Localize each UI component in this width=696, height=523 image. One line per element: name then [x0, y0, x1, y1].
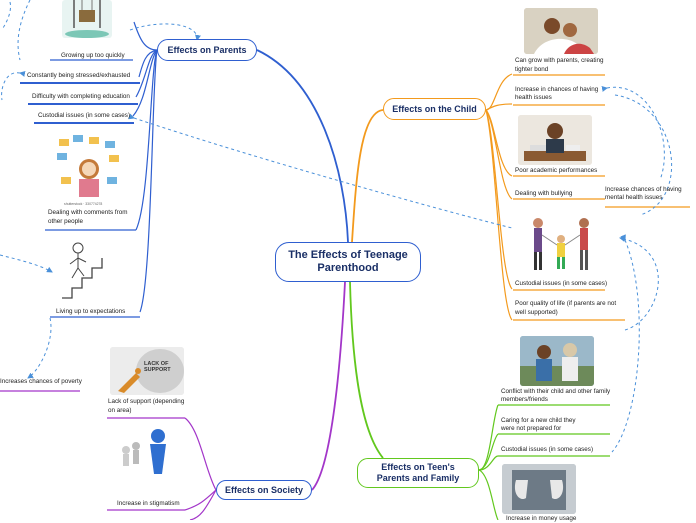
parents-education-underline — [28, 103, 138, 105]
society-support-line2[interactable]: on area) — [108, 407, 131, 415]
child-academic-text[interactable]: Poor academic performances — [515, 167, 597, 175]
parents-custodial-underline — [34, 122, 134, 124]
connector-family — [350, 282, 383, 458]
family-conflict-line2[interactable]: members/friends — [501, 396, 548, 404]
connector-society — [312, 282, 345, 490]
child-mental-line1[interactable]: Increase chances of having — [605, 186, 682, 194]
central-topic-line1: The Effects of Teenage — [288, 249, 408, 262]
family-money-text[interactable]: Increase in money usage — [506, 515, 576, 523]
child-quality-line2[interactable]: well supported) — [515, 309, 558, 317]
central-topic[interactable]: The Effects of Teenage Parenthood — [275, 242, 421, 282]
parents-education-text[interactable]: Difficulty with completing education — [32, 93, 130, 101]
branch-parents-label: Effects on Parents — [167, 45, 246, 56]
child-quality-line1[interactable]: Poor quality of life (if parents are not — [515, 300, 616, 308]
parents-stressed-underline — [20, 82, 140, 84]
child-bond-line2[interactable]: tighter bond — [515, 66, 548, 74]
parents-comments-line1[interactable]: Dealing with comments from — [48, 209, 127, 217]
empty-pockets-photo-icon[interactable] — [502, 464, 576, 514]
child-health-line2[interactable]: health issues — [515, 94, 552, 102]
stairs-sketch-icon[interactable] — [58, 240, 110, 302]
branch-effects-on-child[interactable]: Effects on the Child — [383, 98, 486, 120]
branch-society-label: Effects on Society — [225, 485, 303, 496]
mother-child-photo-icon[interactable] — [524, 8, 598, 54]
child-custodial-text[interactable]: Custodial issues (in some cases) — [515, 280, 607, 288]
connector-parents — [257, 50, 348, 242]
branch-family-line2: Parents and Family — [377, 473, 460, 484]
child-bond-line1[interactable]: Can grow with parents, creating — [515, 57, 604, 65]
parents-custodial-text[interactable]: Custodial issues (in some cases) — [38, 112, 130, 120]
stock-caption-text: shutterstock · 330774278 — [64, 202, 102, 206]
branch-effects-on-family[interactable]: Effects on Teen's Parents and Family — [357, 458, 479, 488]
parents-expectations-text[interactable]: Living up to expectations — [56, 308, 125, 316]
child-mental-line2[interactable]: mental health issues — [605, 194, 662, 202]
family-caring-line1[interactable]: Caring for a new child they — [501, 417, 576, 425]
child-health-line1[interactable]: Increase in chances of having — [515, 86, 598, 94]
branch-family-line1: Effects on Teen's — [377, 462, 460, 473]
family-custodial-text[interactable]: Custodial issues (in some cases) — [501, 446, 593, 454]
family-conflict-line1[interactable]: Conflict with their child and other fami… — [501, 388, 610, 396]
branch-effects-on-parents[interactable]: Effects on Parents — [157, 39, 257, 61]
branch-child-label: Effects on the Child — [392, 104, 477, 115]
comments-bubbles-illustration-icon[interactable] — [55, 133, 123, 203]
parents-growing-up-text[interactable]: Growing up too quickly — [61, 52, 125, 60]
parents-stressed-text[interactable]: Constantly being stressed/exhausted — [27, 72, 130, 80]
family-custody-illustration-icon[interactable] — [524, 213, 598, 275]
society-support-line1[interactable]: Lack of support (depending — [108, 398, 184, 406]
family-caring-line2[interactable]: were not prepared for — [501, 425, 561, 433]
society-poverty-text[interactable]: Increases chances of poverty — [0, 378, 82, 386]
lack-of-support-illustration-icon[interactable]: LACK OF SUPPORT — [110, 347, 184, 395]
isolated-figure-illustration-icon[interactable] — [112, 424, 174, 478]
branch-effects-on-society[interactable]: Effects on Society — [216, 480, 312, 500]
society-stigmatism-text[interactable]: Increase in stigmatism — [117, 500, 180, 508]
connector-child — [352, 110, 383, 242]
child-bullying-text[interactable]: Dealing with bullying — [515, 190, 572, 198]
lack-of-support-image-text: LACK OF SUPPORT — [144, 361, 184, 373]
stressed-student-photo-icon[interactable] — [518, 115, 592, 165]
parents-comments-line2[interactable]: other people — [48, 218, 83, 226]
family-conflict-photo-icon[interactable] — [520, 336, 594, 386]
central-topic-line2: Parenthood — [288, 262, 408, 275]
swing-illustration-icon[interactable] — [62, 0, 112, 38]
